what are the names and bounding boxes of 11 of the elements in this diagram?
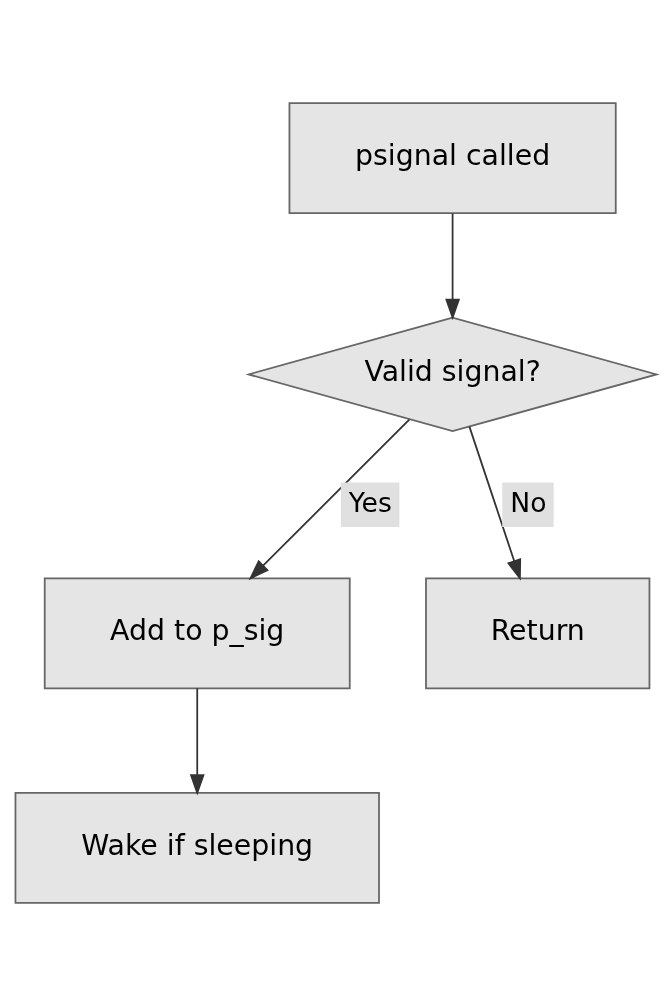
arrow — [248, 418, 411, 581]
node-box: Return — [425, 577, 651, 690]
node-box: Wake if sleeping — [14, 792, 380, 904]
node-diamond: Valid signal? — [245, 316, 660, 433]
arrow — [189, 687, 205, 796]
node-box: psignal called — [288, 102, 617, 214]
arrow — [468, 425, 522, 581]
edge-label: Yes — [348, 486, 392, 518]
arrow — [445, 212, 461, 321]
edge-label: No — [510, 486, 547, 518]
node-box: Add to p_sig — [43, 577, 351, 690]
